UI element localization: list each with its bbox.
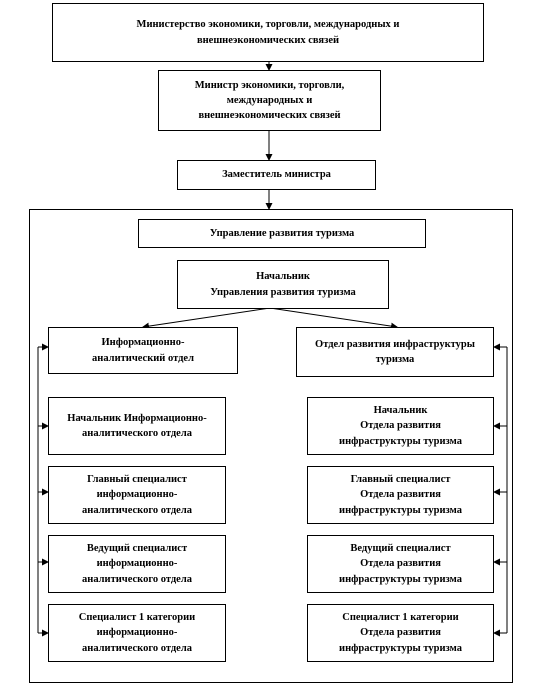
deputy-box: Заместитель министра xyxy=(177,160,376,190)
arrow-head-to-right-department xyxy=(269,307,398,330)
ministry-label: Министерство экономики, торговли, междун… xyxy=(136,19,400,46)
left-staff-box-chief-specialist: Главный специалист информационно- аналит… xyxy=(48,466,226,524)
minister-box: Министр экономики, торговли, международн… xyxy=(158,70,381,131)
left-staff-label: Ведущий специалист информационно- аналит… xyxy=(82,543,192,585)
right-staff-label: Начальник Отдела развития инфраструктуры… xyxy=(339,405,462,447)
department-label: Управление развития туризма xyxy=(209,227,355,239)
department-box: Управление развития туризма xyxy=(138,219,426,248)
left-staff-label: Специалист 1 категории информационно- ан… xyxy=(78,612,196,654)
right-staff-box-leading-specialist: Ведущий специалист Отдела развития инфра… xyxy=(307,535,494,593)
right-staff-box-chief-specialist: Главный специалист Отдела развития инфра… xyxy=(307,466,494,524)
right-staff-box-head: Начальник Отдела развития инфраструктуры… xyxy=(307,397,494,455)
left-staff-box-head: Начальник Информационно- аналитического … xyxy=(48,397,226,455)
left-staff-label: Начальник Информационно- аналитического … xyxy=(67,412,207,439)
left-staff-box-leading-specialist: Ведущий специалист информационно- аналит… xyxy=(48,535,226,593)
minister-label: Министр экономики, торговли, международн… xyxy=(194,79,345,122)
right-staff-box-specialist-1: Специалист 1 категории Отдела развития и… xyxy=(307,604,494,662)
ministry-box: Министерство экономики, торговли, междун… xyxy=(52,3,484,62)
arrow-head-to-left-department xyxy=(142,307,271,330)
right-department-label: Отдел развития инфраструктуры туризма xyxy=(315,338,475,365)
left-department-box: Информационно- аналитический отдел xyxy=(48,327,238,374)
deputy-label: Заместитель министра xyxy=(222,169,331,181)
left-staff-label: Главный специалист информационно- аналит… xyxy=(82,474,192,516)
right-staff-label: Главный специалист Отдела развития инфра… xyxy=(339,474,462,516)
right-staff-label: Ведущий специалист Отдела развития инфра… xyxy=(339,543,462,585)
right-bracket xyxy=(493,343,508,637)
right-department-box: Отдел развития инфраструктуры туризма xyxy=(296,327,494,377)
left-staff-box-specialist-1: Специалист 1 категории информационно- ан… xyxy=(48,604,226,662)
left-bracket xyxy=(37,343,49,637)
department-frame xyxy=(29,209,513,683)
right-staff-label: Специалист 1 категории Отдела развития и… xyxy=(339,612,462,654)
head-label: Начальник Управления развития туризма xyxy=(210,271,356,298)
head-box: Начальник Управления развития туризма xyxy=(177,260,389,309)
left-department-label: Информационно- аналитический отдел xyxy=(92,337,194,364)
